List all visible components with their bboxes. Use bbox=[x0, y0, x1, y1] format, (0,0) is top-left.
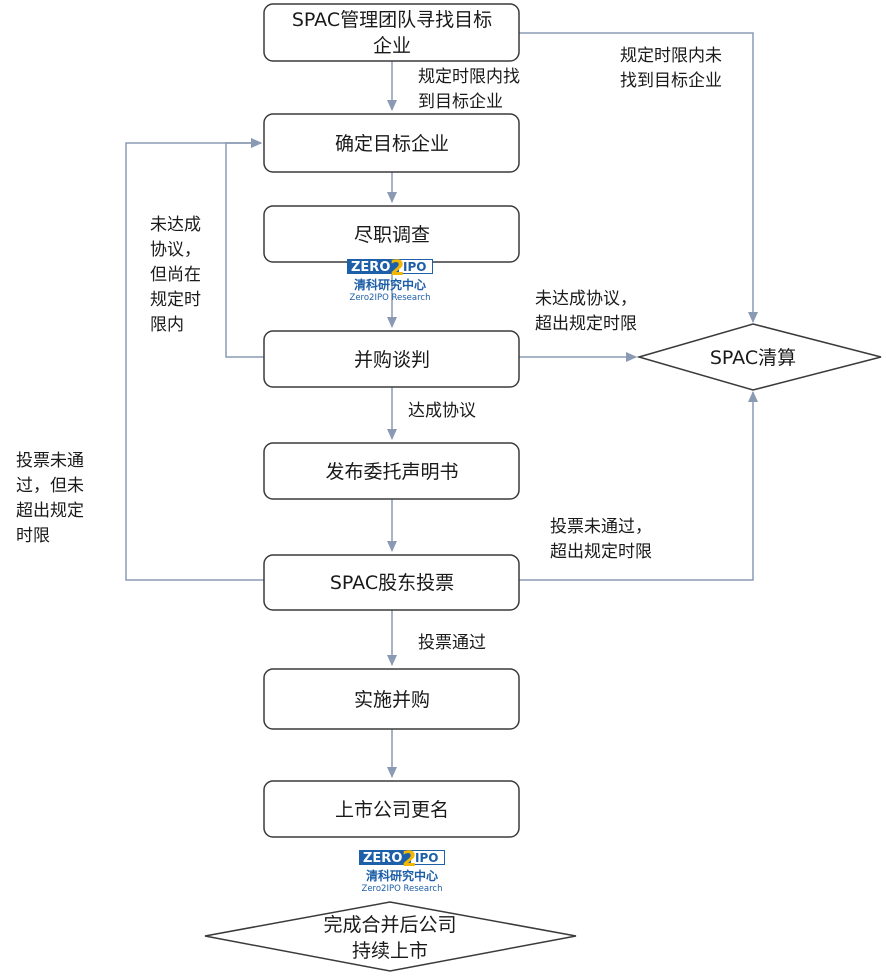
arrow-vote-to-liquidation bbox=[519, 391, 758, 581]
box-rename bbox=[263, 780, 520, 838]
label-no-agreement-within-line5: 限内 bbox=[150, 315, 184, 335]
label-vote-failed-within-line4: 时限 bbox=[16, 526, 50, 546]
watermark-2-chinese: 清科研究中心 bbox=[366, 868, 438, 883]
watermark-1-chinese: 清科研究中心 bbox=[354, 277, 426, 292]
box-negotiation bbox=[263, 330, 520, 388]
node-find-target-line2: 企业 bbox=[373, 35, 411, 57]
watermark-1-english: Zero2IPO Research bbox=[350, 293, 431, 303]
box-confirm-target bbox=[263, 113, 520, 173]
node-confirm-target: 确定目标企业 bbox=[335, 133, 449, 155]
watermark-1-brand-left: ZERO bbox=[351, 260, 390, 275]
label-vote-passed: 投票通过 bbox=[418, 633, 486, 653]
watermark-1-digit: 2 bbox=[390, 256, 405, 280]
node-implement: 实施并购 bbox=[354, 689, 430, 711]
diamond-liquidation bbox=[636, 323, 882, 391]
node-liquidation: SPAC清算 bbox=[710, 347, 796, 369]
label-vote-failed-within-line1: 投票未通 bbox=[16, 451, 84, 471]
label-no-agreement-exceeded-line1: 未达成协议， bbox=[535, 289, 637, 309]
label-vote-failed-exceeded-line2: 超出规定时限 bbox=[550, 542, 652, 562]
watermark-2-digit: 2 bbox=[402, 847, 417, 871]
diamond-listed bbox=[204, 901, 577, 972]
label-found-in-time-line2: 到目标企业 bbox=[418, 92, 503, 112]
node-proxy: 发布委托声明书 bbox=[325, 461, 458, 483]
node-listed-line2: 持续上市 bbox=[352, 940, 428, 962]
node-rename: 上市公司更名 bbox=[335, 799, 449, 821]
node-labels: SPAC管理团队寻找目标 企业 确定目标企业 尽职调查 并购谈判 发布委托声明书… bbox=[292, 9, 796, 962]
node-due-diligence: 尽职调查 bbox=[354, 224, 430, 246]
box-implement bbox=[263, 668, 520, 730]
label-vote-failed-exceeded-line1: 投票未通过， bbox=[550, 517, 652, 537]
label-vote-failed-within-line2: 过，但未 bbox=[16, 476, 84, 496]
label-not-found-line2: 找到目标企业 bbox=[620, 71, 722, 91]
label-no-agreement-within-line3: 但尚在 bbox=[150, 265, 201, 285]
label-no-agreement-exceeded-line2: 超出规定时限 bbox=[535, 314, 637, 334]
watermark-2-english: Zero2IPO Research bbox=[362, 884, 443, 894]
arrow-find-to-liquidation bbox=[519, 32, 758, 323]
arrow-vote-back-to-confirm bbox=[125, 138, 264, 581]
box-find-target bbox=[263, 3, 520, 62]
edge-labels: 规定时限内找 到目标企业 规定时限内未 找到目标企业 未达成 协议， 但尚在 规… bbox=[16, 46, 722, 653]
label-no-agreement-within-line4: 规定时 bbox=[150, 290, 201, 310]
label-not-found-line1: 规定时限内未 bbox=[620, 46, 722, 66]
watermark-1-brand-right: IPO bbox=[403, 260, 426, 274]
watermark-logo-1: ZERO 2 IPO 清科研究中心 Zero2IPO Research bbox=[347, 256, 433, 303]
process-boxes bbox=[204, 3, 882, 972]
node-negotiation: 并购谈判 bbox=[354, 349, 430, 371]
node-vote: SPAC股东投票 bbox=[330, 572, 454, 594]
node-listed-line1: 完成合并后公司 bbox=[323, 914, 456, 936]
box-proxy bbox=[263, 442, 520, 500]
label-no-agreement-within-line2: 协议， bbox=[150, 240, 201, 260]
label-agreement-reached: 达成协议 bbox=[408, 401, 476, 421]
label-no-agreement-within-line1: 未达成 bbox=[150, 215, 201, 235]
watermark-logo-2: ZERO 2 IPO 清科研究中心 Zero2IPO Research bbox=[359, 847, 445, 894]
label-vote-failed-within-line3: 超出规定 bbox=[16, 501, 84, 521]
connectors bbox=[125, 32, 758, 778]
watermark-2-brand-left: ZERO bbox=[363, 851, 402, 866]
node-find-target-line1: SPAC管理团队寻找目标 bbox=[292, 9, 492, 31]
label-found-in-time-line1: 规定时限内找 bbox=[418, 67, 520, 87]
arrow-negotiation-back-to-confirm bbox=[225, 138, 264, 358]
box-vote bbox=[263, 554, 520, 611]
watermark-2-brand-right: IPO bbox=[415, 851, 438, 865]
